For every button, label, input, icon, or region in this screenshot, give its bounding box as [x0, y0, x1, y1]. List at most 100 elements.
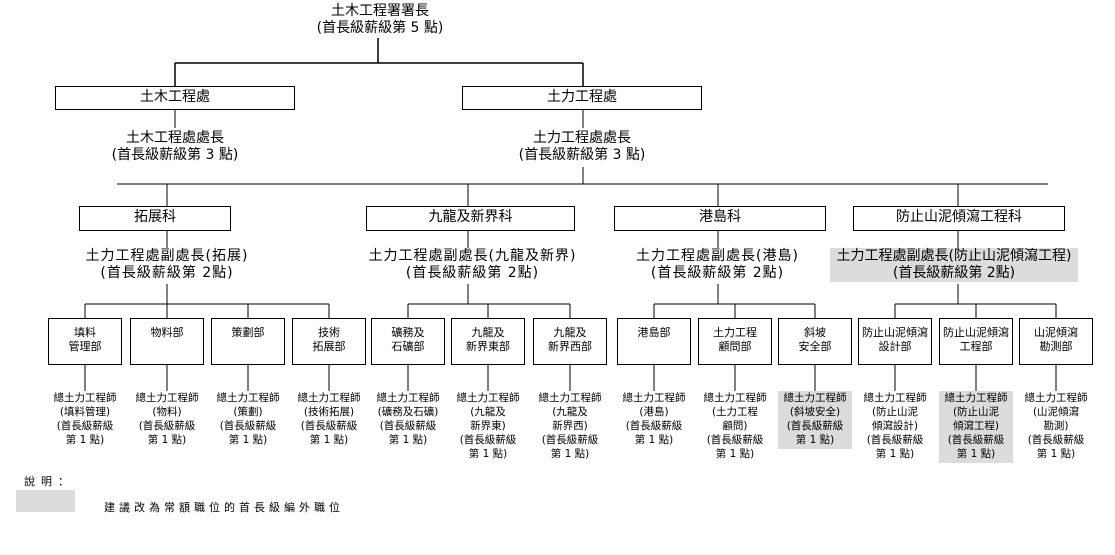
- unit-box: 九龍及新界東部: [451, 318, 525, 365]
- unit-name-line: 九龍及: [471, 326, 505, 339]
- unit-box: 物料部: [130, 318, 204, 365]
- unit-head-post: 總土力工程師 (技術拓展) (首長級薪級第 1 點): [292, 391, 366, 449]
- unit-head-post-line: 第 1 點): [309, 434, 349, 446]
- division-name: 拓展科: [134, 209, 176, 225]
- unit-name-line: 九龍及: [553, 326, 587, 339]
- unit-head-post-line: (技術拓展): [303, 406, 355, 418]
- unit-name-line: 土力工程: [713, 326, 757, 339]
- unit-name-line: 港島部: [637, 326, 671, 339]
- unit-head-post-line: 總土力工程師: [53, 392, 117, 404]
- unit-name-line: 斜坡: [804, 326, 826, 339]
- department-box-geotechnical: 土力工程處: [462, 86, 702, 110]
- unit-head-post-line: 總土力工程師: [703, 392, 767, 404]
- unit-head-post: 總土力工程師(九龍及新界西)(首長級薪級第 1 點): [533, 391, 607, 463]
- division-head-post: 土力工程處副處長(港島)(首長級薪級第 2點): [605, 248, 830, 282]
- unit-head-post-line: 傾瀉設計): [871, 420, 919, 432]
- department-head-rank: (首長級薪級第 3 點): [518, 147, 646, 163]
- unit-name-line: 新界東部: [466, 340, 510, 353]
- unit-head-post-line: (防止山泥: [952, 406, 1000, 418]
- division-head-rank: (首長級薪級第 2點): [405, 265, 540, 281]
- unit-name-line: 安全部: [798, 340, 832, 353]
- division-name: 防止山泥傾瀉工程科: [896, 209, 1022, 225]
- unit-head-post: 總土力工程師(填料管理)(首長級薪級第 1 點): [48, 391, 122, 449]
- unit-head-post-line: 第 1 點): [550, 448, 590, 460]
- unit-name-line: 山泥傾瀉: [1034, 326, 1078, 339]
- unit-head-post-line: (填料管理): [59, 406, 111, 418]
- legend-shaded-meaning: 建議改為常額職位的首長級編外職位: [104, 501, 344, 514]
- unit-head-post-line: 總土力工程師: [944, 392, 1008, 404]
- unit-head-post-line: 第 1 點): [1036, 448, 1076, 460]
- unit-head-post-line: (港島): [639, 406, 669, 418]
- unit-head-post: 總土力工程師(策劃)(首長級薪級第 1 點): [211, 391, 285, 449]
- unit-head-post-line: 總土力工程師: [456, 392, 520, 404]
- division-head-post: 土力工程處副處長(拓展)(首長級薪級第 2點): [57, 248, 277, 282]
- unit-name-line: 石礦部: [391, 340, 425, 353]
- unit-head-post-line: (九龍及: [552, 406, 588, 418]
- unit-head-post-line: (首長級薪級: [138, 420, 196, 432]
- division-head-title: 土力工程處副處長(九龍及新界): [368, 248, 577, 264]
- unit-head-post: 總土力工程師(山泥傾瀉勘測)(首長級薪級第 1 點): [1019, 391, 1093, 463]
- unit-head-post-line: (首長級薪級: [625, 420, 683, 432]
- legend-title: 說明：: [24, 475, 75, 488]
- unit-head-post-line: (首長級薪級: [459, 434, 517, 446]
- unit-head-post-line: 第 1 點): [634, 434, 674, 446]
- department-name: 土木工程處: [140, 89, 210, 105]
- unit-head-post-line: 第 1 點): [795, 434, 835, 446]
- unit-box: 斜坡安全部: [778, 318, 852, 365]
- unit-box: 填料管理部: [48, 318, 122, 365]
- unit-box: 防止山泥傾瀉工程部: [939, 318, 1013, 365]
- director-title: 土木工程署署長: [331, 3, 429, 19]
- unit-box: 土力工程顧問部: [698, 318, 772, 365]
- unit-head-post-line: 總土力工程師: [622, 392, 686, 404]
- unit-name-line: 填料: [74, 326, 96, 339]
- unit-head-post-line: (礦務及石礦): [377, 406, 439, 418]
- legend-shaded-swatch: [16, 490, 75, 512]
- unit-head-post: 總土力工程師(防止山泥傾瀉設計)(首長級薪級第 1 點): [858, 391, 932, 463]
- unit-name-line: 技術: [318, 326, 340, 339]
- unit-head-post-line: (九龍及: [470, 406, 506, 418]
- unit-head-post-line: 新界西): [552, 420, 588, 432]
- division-box: 港島科: [614, 206, 826, 231]
- unit-head-post-line: 勘測): [1043, 420, 1069, 432]
- unit-head-post-line: (首長級薪級: [379, 420, 437, 432]
- unit-head-post-line: 總土力工程師: [783, 392, 847, 404]
- unit-head-post-line: 第 1 點): [65, 434, 105, 446]
- division-head-post: 土力工程處副處長(防止山泥傾瀉工程)(首長級薪級第 2點): [830, 248, 1078, 282]
- unit-name-line: 設計部: [878, 340, 912, 353]
- unit-head-post-line: (物料): [152, 406, 182, 418]
- unit-name-line: 工程部: [959, 340, 993, 353]
- division-box: 拓展科: [79, 206, 231, 231]
- unit-head-post-line: 總土力工程師: [863, 392, 927, 404]
- unit-box: 策劃部: [211, 318, 285, 365]
- unit-name-line: 顧問部: [718, 340, 752, 353]
- unit-head-post-line: (首長級薪級: [219, 420, 277, 432]
- division-head-rank: (首長級薪級第 2點): [100, 265, 234, 281]
- unit-head-post-line: (斜坡安全): [789, 406, 841, 418]
- department-head-civil: 土木工程處處長 (首長級薪級第 3 點): [75, 130, 275, 164]
- division-head-rank: (首長級薪級第 2點): [650, 265, 785, 281]
- unit-name-line: 物料部: [150, 326, 184, 339]
- unit-head-post-line: 第 1 點): [875, 448, 915, 460]
- unit-box: 防止山泥傾瀉設計部: [858, 318, 932, 365]
- unit-head-post-line: (防止山泥: [871, 406, 919, 418]
- unit-head-post-line: 總土力工程師: [297, 392, 361, 404]
- unit-head-post-line: (首長級薪級: [541, 434, 599, 446]
- unit-head-post-line: 第 1 點): [147, 434, 187, 446]
- division-name: 港島科: [699, 209, 741, 225]
- unit-head-post-line: (首長級薪級: [300, 420, 358, 432]
- unit-head-post-line: (首長級薪級: [1027, 434, 1085, 446]
- unit-head-post-line: 總土力工程師: [135, 392, 199, 404]
- unit-box: 九龍及新界西部: [533, 318, 607, 365]
- unit-name-line: 新界西部: [548, 340, 592, 353]
- unit-head-post: 總土力工程師(九龍及新界東)(首長級薪級第 1 點): [451, 391, 525, 463]
- division-box: 防止山泥傾瀉工程科: [853, 206, 1065, 231]
- unit-name-line: 拓展部: [312, 340, 346, 353]
- division-name: 九龍及新界科: [428, 209, 513, 225]
- unit-head-post: 總土力工程師(斜坡安全)(首長級薪級第 1 點): [778, 391, 852, 449]
- division-box: 九龍及新界科: [366, 206, 575, 231]
- unit-name-line: 策劃部: [231, 326, 265, 339]
- unit-head-post-line: 顧問): [722, 420, 748, 432]
- unit-head-post: 總土力工程師(防止山泥傾瀉工程)(首長級薪級第 1 點): [939, 391, 1013, 463]
- division-head-title: 土力工程處副處長(防止山泥傾瀉工程): [836, 248, 1072, 264]
